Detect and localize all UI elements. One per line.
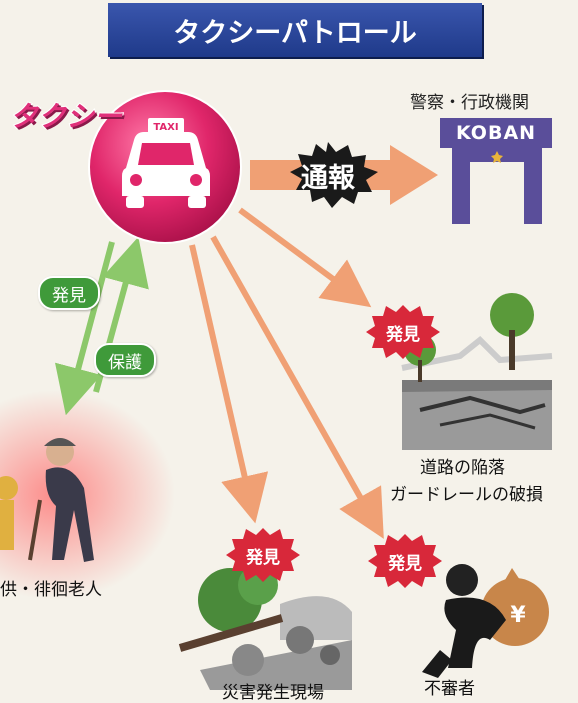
disaster-caption: 災害発生現場 [222,683,324,703]
elderly-person-icon [0,438,94,562]
arrow-to-disaster [189,244,269,524]
koban-text: KOBAN [455,122,537,144]
suspicious-caption: 不審者 [424,679,475,699]
suspicious-person-icon [422,564,549,678]
report-burst [290,142,378,208]
yen-symbol: ¥ [510,603,526,628]
burst-suspicious [368,534,442,588]
disaster-illustration [178,565,352,690]
road-caption-line1: 道路の陥落 [420,458,505,478]
taxi-label: タクシー [9,99,123,134]
discover-pill: 発見 [38,276,100,310]
protect-pill: 保護 [94,343,156,377]
burst-disaster [226,528,300,582]
arrow-to-suspicious [210,235,384,539]
page-title: タクシーパトロール [108,3,482,57]
arrow-to-road [238,207,372,308]
taxi-car-icon [122,118,210,208]
burst-suspicious-label: 発見 [388,553,422,574]
police-label: 警察・行政機関 [410,93,529,113]
burst-disaster-label: 発見 [246,547,280,568]
road-caption-line2: ガードレールの破損 [390,485,543,505]
taxi-sign-text: TAXI [153,122,178,133]
report-label: 通報 [301,162,355,194]
koban-building-icon [440,118,552,224]
burst-road-label: 発見 [386,324,420,345]
burst-road [366,305,440,359]
elderly-glow [0,390,175,600]
elderly-caption: 供・徘徊老人 [0,580,102,600]
